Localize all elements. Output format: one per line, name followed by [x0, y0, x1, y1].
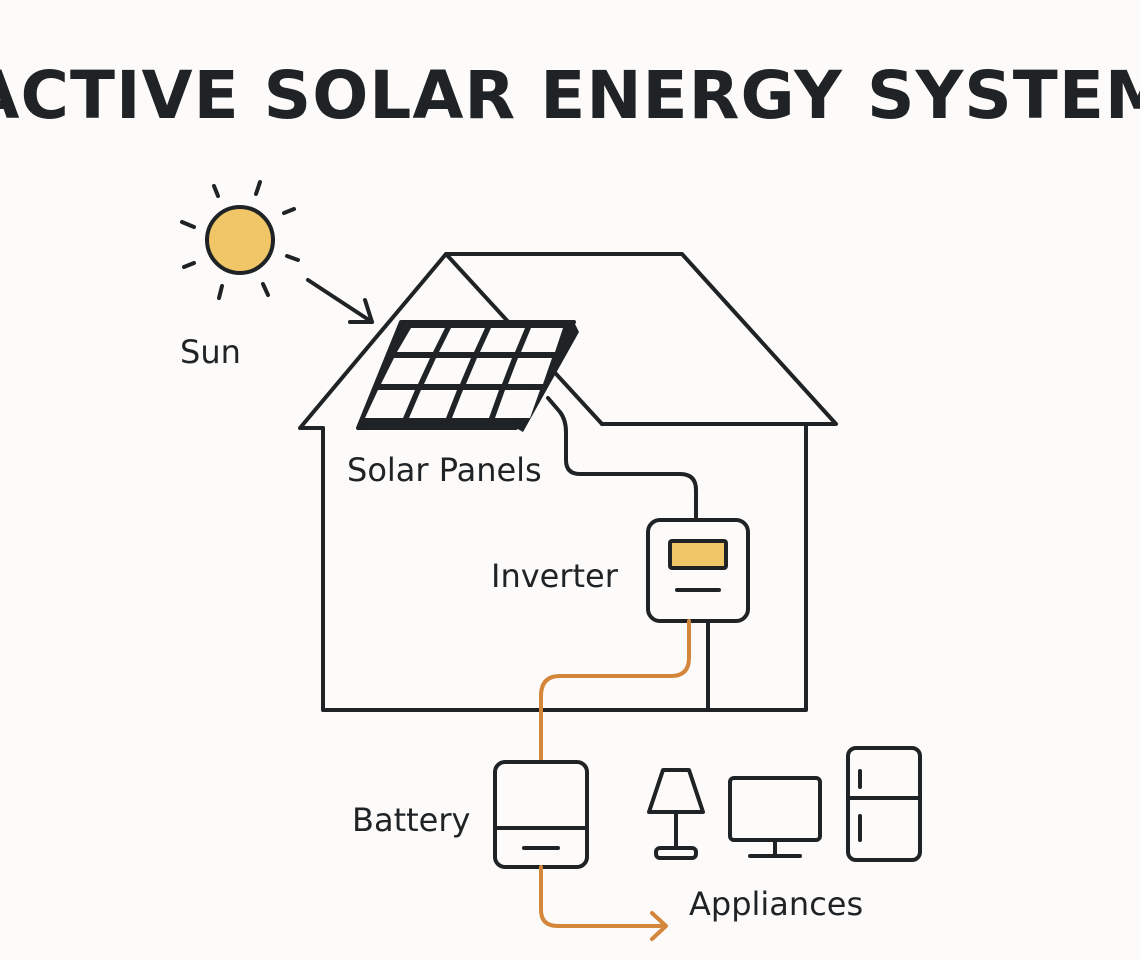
solar-panels-label: Solar Panels — [347, 451, 542, 489]
inverter-to-battery-wire — [539, 619, 691, 764]
battery-label: Battery — [352, 801, 470, 839]
inverter-icon — [646, 518, 750, 623]
diagram-title: ACTIVE SOLAR ENERGY SYSTEM — [0, 57, 1140, 134]
lamp-icon — [647, 768, 705, 860]
sun-icon — [180, 180, 300, 300]
sun-label: Sun — [180, 333, 241, 371]
battery-to-appliances-wire — [539, 865, 666, 928]
fridge-icon — [846, 746, 922, 862]
monitor-icon — [728, 776, 822, 858]
appliances-arrowhead — [650, 911, 668, 941]
appliances-label: Appliances — [689, 885, 863, 923]
panel-to-inverter-wire — [546, 396, 698, 522]
sunlight-arrow — [306, 278, 374, 324]
battery-icon — [493, 760, 589, 869]
solar-panel-icon — [356, 320, 579, 432]
inverter-label: Inverter — [491, 557, 619, 595]
